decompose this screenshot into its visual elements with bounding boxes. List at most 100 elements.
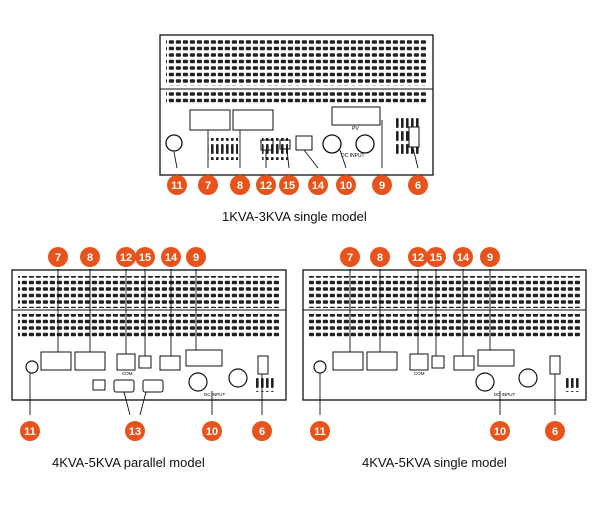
callout-circle — [490, 421, 510, 441]
top-unit-upper-vent — [166, 40, 427, 86]
callout-number: 14 — [457, 252, 470, 264]
callout-circle — [116, 247, 136, 267]
top-ac-output-port — [232, 109, 274, 131]
top-power-switch — [408, 126, 420, 148]
callout-marker-right-top-12: 12 — [408, 247, 428, 267]
right-power-switch — [549, 355, 561, 375]
callout-number: 11 — [171, 180, 183, 192]
callout-marker-right-bottom-11: 11 — [310, 421, 330, 441]
callout-marker-top-9: 9 — [372, 175, 392, 195]
left-com-label: COM — [122, 371, 133, 376]
callout-circle — [161, 247, 181, 267]
callout-circle — [135, 247, 155, 267]
callout-circle — [80, 247, 100, 267]
callout-circle — [545, 421, 565, 441]
callout-number: 6 — [552, 426, 558, 438]
left-power-switch — [257, 355, 269, 375]
callout-circle — [310, 421, 330, 441]
callout-marker-top-15: 15 — [279, 175, 299, 195]
top-unit-lower-vent-left — [208, 138, 238, 160]
callout-circle — [125, 421, 145, 441]
right-usb-port — [431, 355, 445, 369]
callout-circle — [198, 175, 218, 195]
callout-marker-right-top-8: 8 — [370, 247, 390, 267]
top-input-breaker — [165, 134, 183, 152]
top-usb-port — [279, 139, 291, 150]
unit-4kva-5kva-single: DC INPUT COM — [302, 269, 587, 415]
callout-circle — [408, 175, 428, 195]
right-unit-lower-vent — [566, 378, 580, 392]
left-pv-port — [185, 349, 223, 367]
top-dc-input-terminal-neg — [322, 134, 342, 154]
left-ac-input-port — [40, 351, 72, 371]
callout-number: 12 — [412, 252, 424, 264]
callout-marker-right-top-15: 15 — [426, 247, 446, 267]
callout-circle — [426, 247, 446, 267]
top-leader-lines — [173, 120, 419, 169]
left-parallel-port-2 — [142, 379, 164, 393]
callout-circle — [340, 247, 360, 267]
callout-marker-top-6: 6 — [408, 175, 428, 195]
right-com-port — [409, 353, 429, 371]
callout-number: 6 — [259, 426, 265, 438]
callout-number: 15 — [139, 252, 151, 264]
callout-number: 7 — [347, 252, 353, 264]
callout-number: 11 — [314, 426, 326, 438]
top-dc-input-label: DC INPUT — [341, 153, 365, 159]
callout-number: 14 — [312, 180, 325, 192]
callout-circle — [167, 175, 187, 195]
top-com-port — [260, 139, 274, 151]
right-ac-input-port — [332, 351, 364, 371]
callout-marker-top-8: 8 — [230, 175, 250, 195]
right-dry-contact-terminal — [453, 355, 475, 371]
callout-marker-left-top-14: 14 — [161, 247, 181, 267]
left-unit-mid-vent — [18, 314, 280, 338]
callout-marker-left-bottom-10: 10 — [202, 421, 222, 441]
left-input-breaker — [25, 360, 39, 374]
top-unit-mid-vent — [166, 92, 427, 104]
left-aux-port — [92, 379, 106, 391]
top-pv-port — [331, 106, 381, 126]
callout-circle — [48, 247, 68, 267]
callout-circle — [279, 175, 299, 195]
top-dc-input-terminal-pos — [355, 134, 375, 154]
callout-marker-left-top-8: 8 — [80, 247, 100, 267]
left-dc-input-terminal-neg — [188, 372, 208, 392]
callout-number: 9 — [193, 252, 199, 264]
callout-number: 13 — [129, 426, 141, 438]
left-dry-contact-terminal — [159, 355, 181, 371]
callout-number: 15 — [283, 180, 295, 192]
callout-marker-top-11: 11 — [167, 175, 187, 195]
callout-marker-left-top-15: 15 — [135, 247, 155, 267]
left-leader-lines — [29, 269, 263, 416]
callout-circle — [453, 247, 473, 267]
right-unit-upper-vent — [309, 276, 580, 308]
callout-circle — [202, 421, 222, 441]
callout-circle — [372, 175, 392, 195]
callout-marker-top-12: 12 — [256, 175, 276, 195]
callout-circle — [252, 421, 272, 441]
right-com-label: COM — [414, 371, 425, 376]
callout-number: 10 — [340, 180, 352, 192]
callout-number: 7 — [205, 180, 211, 192]
callout-number: 11 — [24, 426, 36, 438]
unit-4kva-5kva-parallel: DC INPUT COM — [11, 269, 287, 416]
callout-circle — [230, 175, 250, 195]
right-leader-lines — [319, 269, 556, 415]
callout-number: 6 — [415, 180, 421, 192]
callout-number: 9 — [487, 252, 493, 264]
callout-number: 9 — [379, 180, 385, 192]
left-unit-lower-vent — [256, 378, 274, 392]
callout-number: 8 — [237, 180, 243, 192]
callout-number: 12 — [120, 252, 132, 264]
callout-number: 8 — [87, 252, 93, 264]
left-dc-input-terminal-pos — [228, 368, 248, 388]
callout-number: 15 — [430, 252, 442, 264]
callout-marker-left-top-9: 9 — [186, 247, 206, 267]
callout-circle — [20, 421, 40, 441]
right-dc-input-label: DC INPUT — [494, 392, 516, 397]
callout-number: 10 — [494, 426, 506, 438]
callout-circle — [256, 175, 276, 195]
